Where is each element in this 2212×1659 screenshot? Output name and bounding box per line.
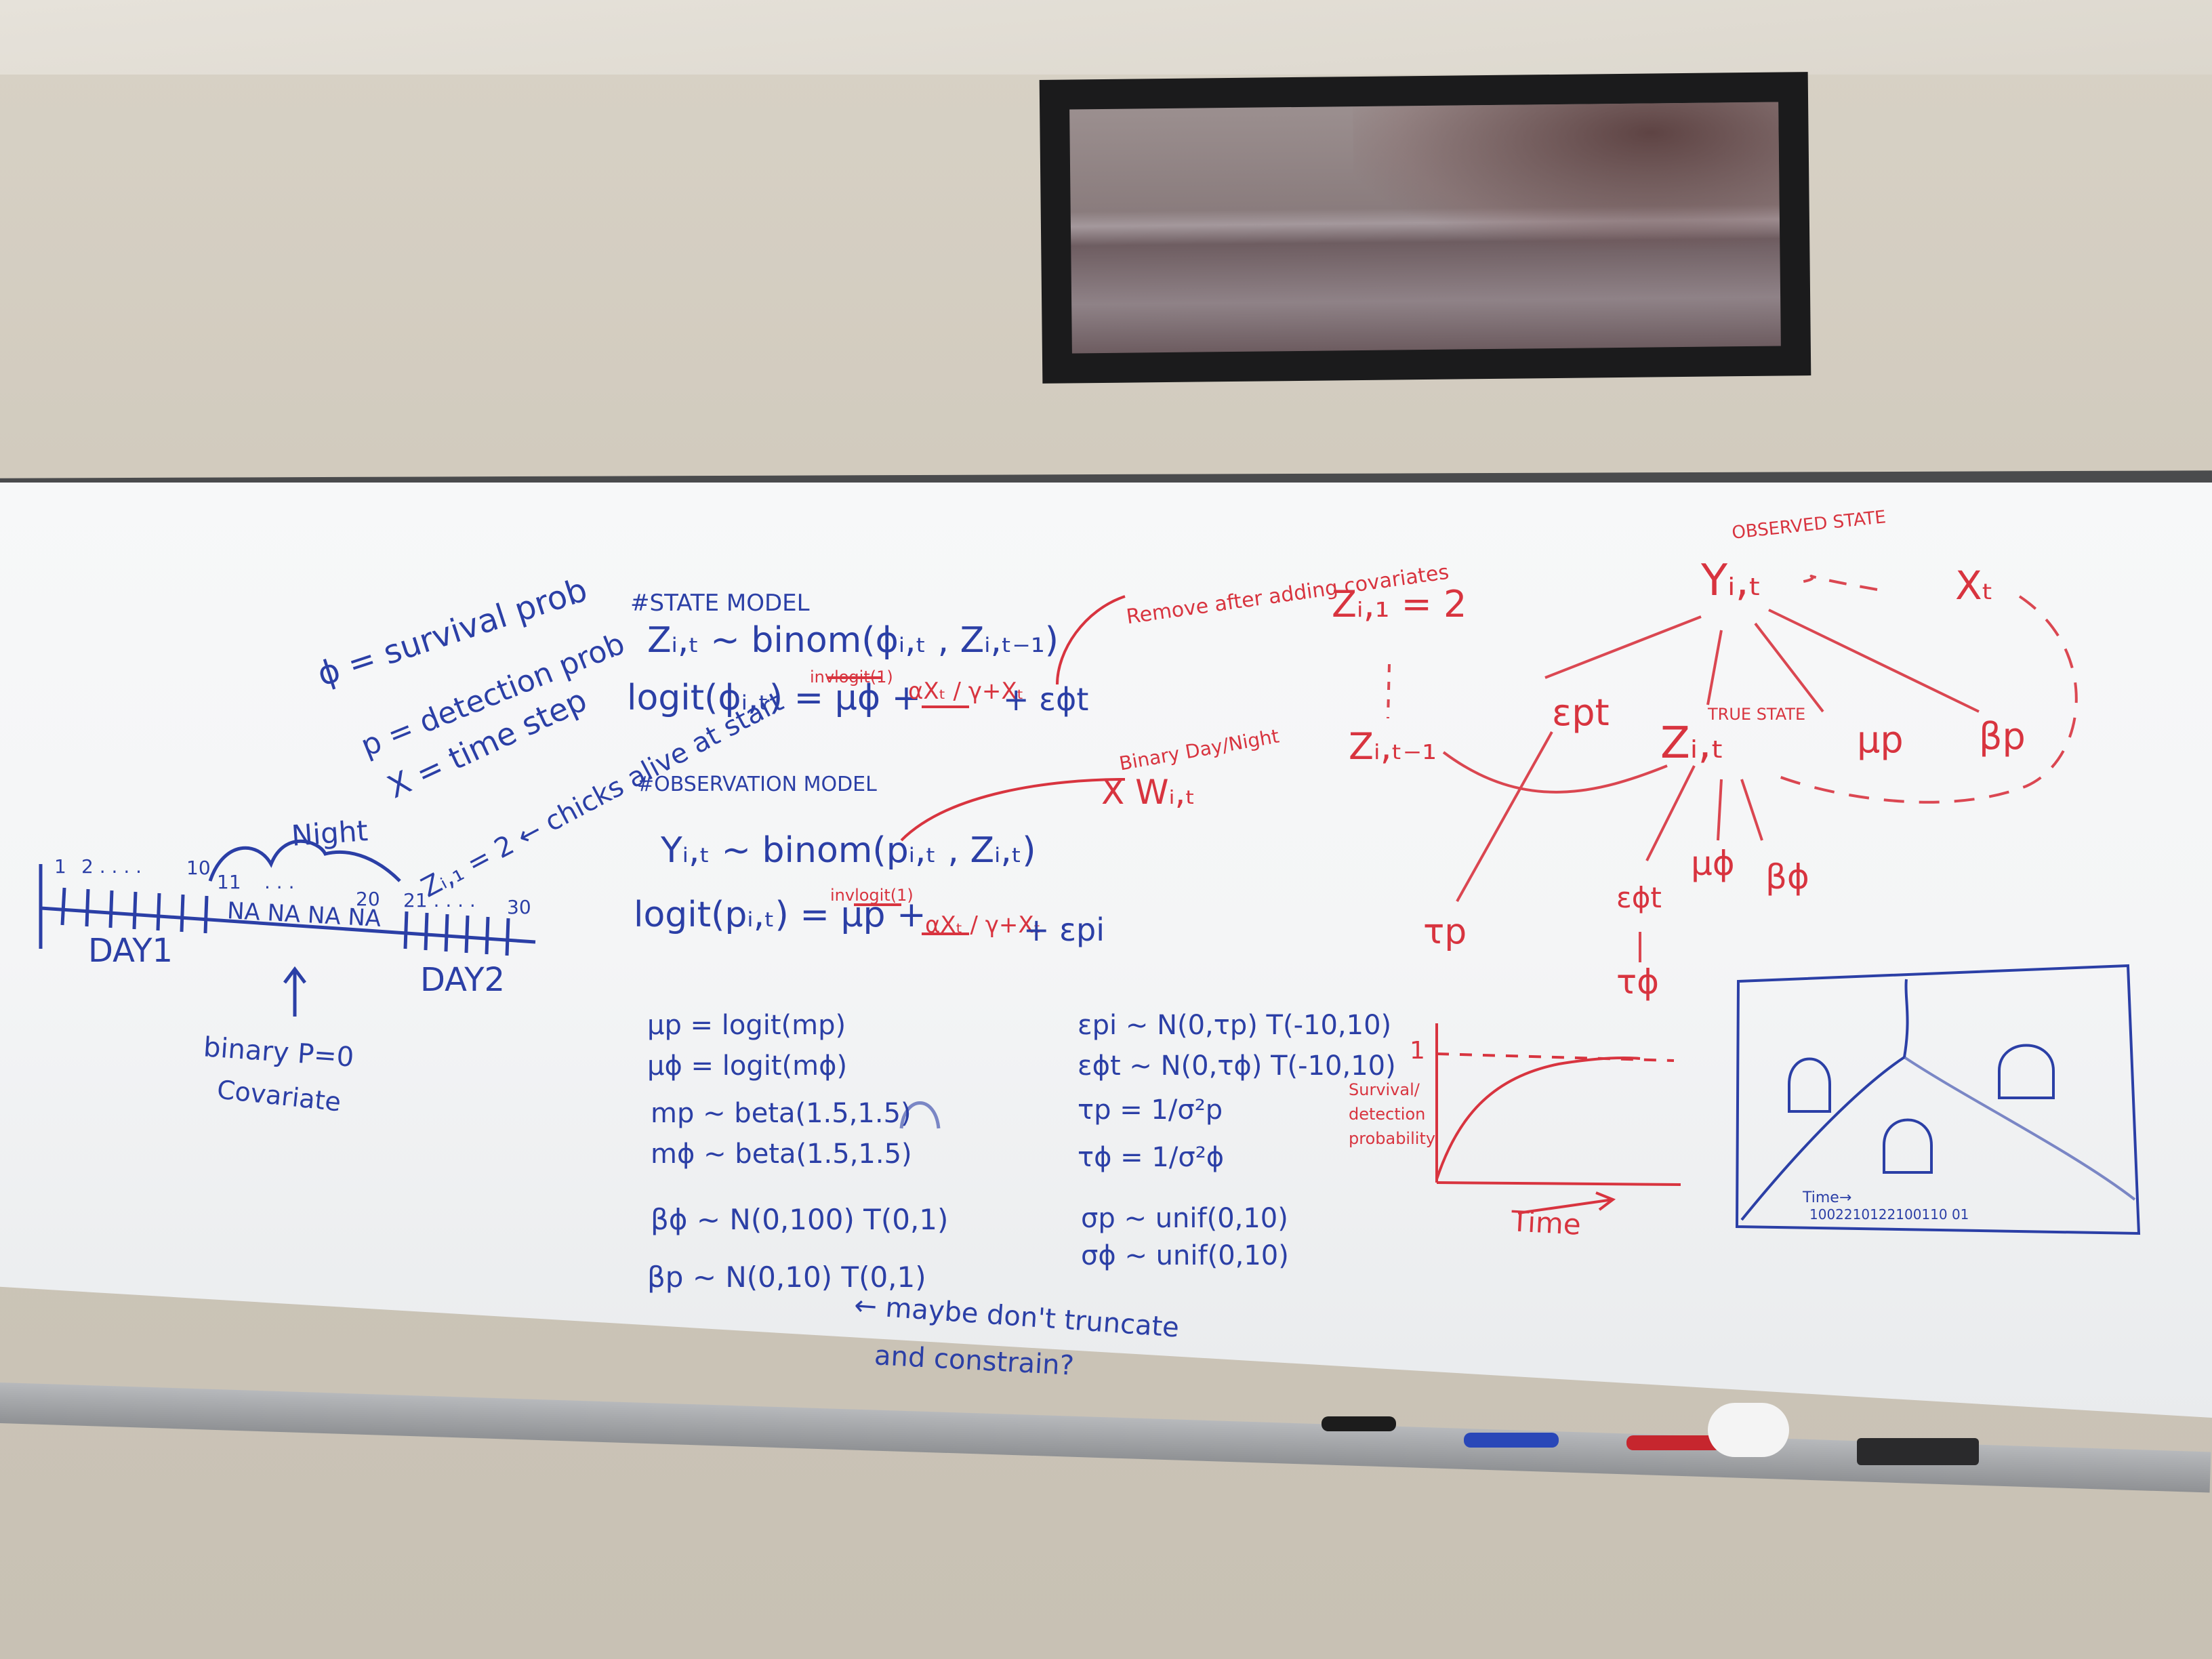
observation-model-header: #OBSERVATION MODEL [637,773,877,796]
state-model-eq1: Zᵢ,ₜ ~ binom(ϕᵢ,ₜ , Zᵢ,ₜ₋₁) [647,620,1059,661]
dag-mu-p: μp [1857,718,1904,761]
prior-mp: mp ~ beta(1.5,1.5) [651,1098,912,1129]
dag-eps-pt: εpt [1552,691,1610,734]
state-model-header: #STATE MODEL [630,590,810,617]
tick-label-20: 20 [356,888,380,910]
tick-label-11: 11 [217,871,241,893]
prior-sigma-phi: σϕ ~ unif(0,10) [1081,1240,1289,1271]
sketch-sequence: 1002210122100110 01 [1809,1206,1969,1223]
tick-label-21: 21 . . . . [403,889,476,912]
curve-y-tick: 1 [1410,1037,1425,1065]
dag-beta-phi: βϕ [1765,857,1809,897]
observation-invlogit: invlogit(1) [830,886,914,905]
dag-xt: Xₜ [1955,562,1994,609]
whiteboard [0,483,2212,1418]
prior-sigma-p: σp ~ unif(0,10) [1081,1203,1288,1234]
night-label: Night [290,814,369,853]
prior-tau-phi: τϕ = 1/σ²ϕ [1078,1142,1225,1173]
tick-label-10: 10 [186,857,211,879]
black-marker[interactable] [1322,1416,1396,1431]
blue-marker[interactable] [1464,1433,1559,1448]
ceiling [0,0,2212,75]
dag-eps-phit: εϕt [1616,881,1662,914]
tick-label-30: 30 [507,896,531,918]
state-invlogit: invlogit(1) [810,668,893,687]
curve-xlabel: Time [1510,1204,1582,1242]
prior-eps-pi: εpi ~ N(0,τp) T(-10,10) [1078,1010,1392,1041]
state-model-eq2: logit(ϕᵢ,ₜ) = μϕ + [627,678,922,718]
dag-y: Yᵢ,ₜ [1701,556,1762,606]
prior-mu-p: μp = logit(mp) [647,1010,846,1041]
dag-z-prev: Zᵢ,ₜ₋₁ [1349,725,1437,768]
dag-beta-p: βp [1979,715,2026,758]
state-epsilon: + εϕt [1003,681,1089,718]
xw-term: X Wᵢ,ₜ [1101,773,1196,812]
observation-fraction: αXₜ / γ+Xₜ [925,912,1041,939]
dag-z-init: Zᵢ,₁ = 2 [1332,583,1467,626]
prior-mu-phi: μϕ = logit(mϕ) [647,1050,848,1082]
tick-label-2: 2 . . . . [81,855,142,878]
curve-ylabel: Survival/ detection probability [1349,1080,1436,1148]
dag-mu-phi: μϕ [1691,844,1735,883]
observation-model-eq1: Yᵢ,ₜ ~ binom(pᵢ,ₜ , Zᵢ,ₜ) [661,830,1036,871]
day1-label: DAY1 [88,932,173,970]
dag-tau-phi: τϕ [1616,962,1660,1002]
prior-tau-p: τp = 1/σ²p [1078,1094,1223,1126]
observation-epsilon: + εpi [1023,912,1105,948]
red-marker[interactable] [1626,1435,1721,1450]
prior-eps-phit: εϕt ~ N(0,τϕ) T(-10,10) [1078,1050,1396,1082]
prior-beta-phi: βϕ ~ N(0,100) T(0,1) [651,1203,949,1236]
observation-model-eq2: logit(pᵢ,ₜ) = μp + [634,895,926,935]
dag-z: Zᵢ,ₜ [1660,718,1725,769]
prior-mphi: mϕ ~ beta(1.5,1.5) [651,1139,912,1170]
tick-label-dots: . . . [264,871,295,893]
state-fraction: αXₜ / γ+Xₜ [908,678,1024,705]
dag-tau-p: τp [1423,912,1467,952]
true-state-label: TRUE STATE [1708,705,1806,724]
tick-label-1: 1 [54,855,66,878]
sketch-time-label: Time→ [1803,1189,1852,1206]
eraser[interactable] [1857,1438,1979,1465]
day2-label: DAY2 [420,961,506,999]
prior-beta-p: βp ~ N(0,10) T(0,1) [647,1261,926,1294]
paper-towel [1708,1403,1789,1457]
